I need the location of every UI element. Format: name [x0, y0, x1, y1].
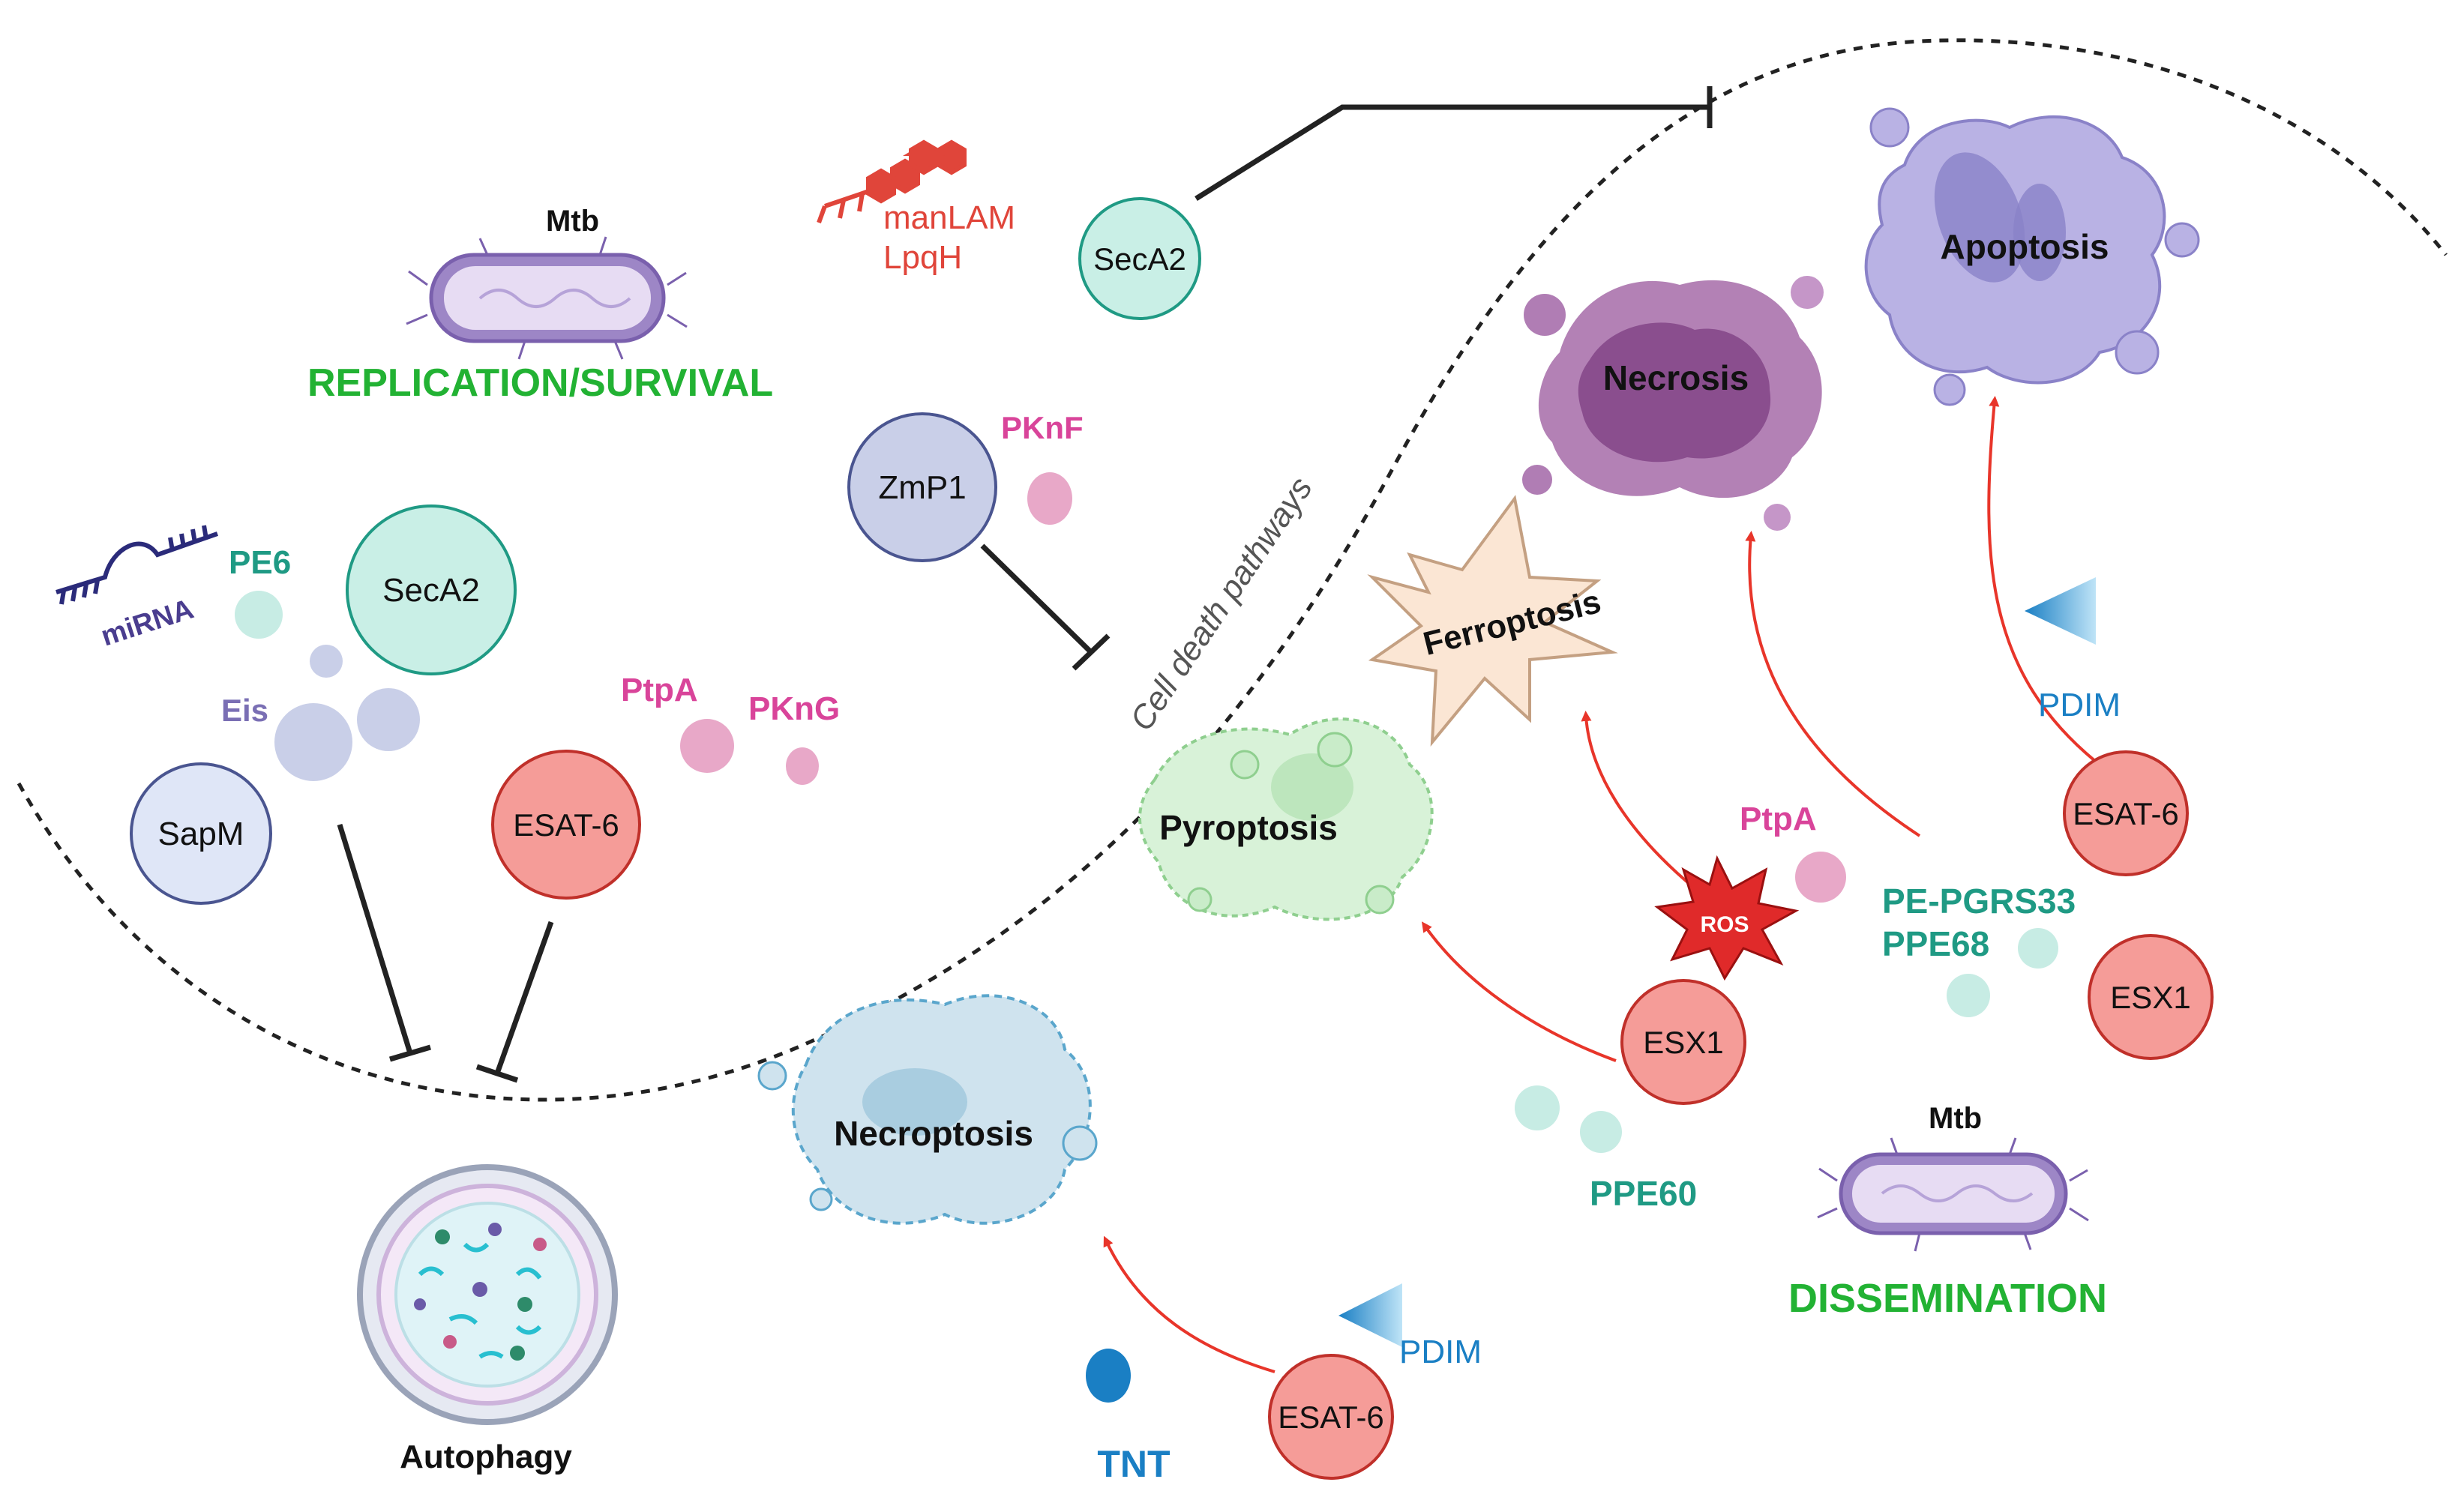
- ppe68-label: PPE68: [1882, 924, 1989, 963]
- mirna-label: miRNA: [97, 593, 197, 652]
- sapm-node: [130, 762, 272, 905]
- ptpa-right-blob: [1795, 852, 1846, 903]
- mtb-bacterium-top-icon: [406, 236, 688, 360]
- apoptosis-label: Apoptosis: [1941, 227, 2109, 266]
- seca2-left-label: SecA2: [382, 572, 480, 609]
- pe6-blob: [235, 591, 283, 639]
- zmp1-node: [847, 412, 997, 562]
- pe6-label: PE6: [229, 544, 291, 581]
- activation-arrows: [1103, 396, 2101, 1373]
- replication-heading: REPLICATION/SURVIVAL: [307, 361, 773, 405]
- ferroptosis-burst-icon: [1367, 495, 1618, 747]
- pdim-right-label: PDIM: [2038, 687, 2121, 723]
- pe-pgrs33-label: PE-PGRS33: [1882, 882, 2076, 921]
- inhibition-sapm-autophagy: [337, 823, 431, 1062]
- tnt-label: TNT: [1097, 1443, 1170, 1485]
- pknf-blob: [1027, 472, 1072, 525]
- esat6-left-node: [491, 750, 641, 900]
- dissemination-heading: DISSEMINATION: [1788, 1276, 2107, 1321]
- pdim-bottom-label: PDIM: [1399, 1334, 1482, 1370]
- inhibition-zmp1-celldeath: [980, 543, 1111, 671]
- eis-blob-medium: [357, 688, 420, 751]
- ppe60-blob-1: [1515, 1085, 1560, 1130]
- inhibition-esat6-autophagy: [475, 921, 554, 1083]
- dashed-boundary: [16, 38, 2448, 1102]
- necrosis-cell-icon: [1522, 276, 1824, 531]
- autophagy-vesicle-icon: [357, 1164, 618, 1425]
- pkng-label: PKnG: [748, 690, 840, 727]
- esx1-mid-label: ESX1: [1643, 1025, 1723, 1060]
- seca2-top-node: [1078, 197, 1201, 320]
- mtb-bottom-label: Mtb: [1929, 1102, 1982, 1135]
- ppe68-blob-1: [2018, 928, 2058, 969]
- esat6-right-node: [2063, 750, 2189, 876]
- ppe60-blob-2: [1580, 1111, 1622, 1153]
- pkng-blob: [786, 747, 819, 785]
- esat6-left-label: ESAT-6: [513, 807, 619, 843]
- ptpa-left-blob: [680, 719, 734, 773]
- eis-blob-large: [274, 703, 352, 781]
- manlam-molecule-icon: [817, 139, 967, 224]
- mtb-top-label: Mtb: [546, 205, 599, 238]
- mtb-bacterium-bottom-icon: [1817, 1137, 2089, 1252]
- zmp1-label: ZmP1: [878, 469, 966, 506]
- sapm-label: SapM: [158, 816, 244, 852]
- ptpa-left-label: PtpA: [621, 672, 698, 708]
- autophagy-label: Autophagy: [400, 1439, 572, 1475]
- tnt-blob: [1086, 1349, 1131, 1403]
- manlam-label: manLAM: [883, 199, 1015, 236]
- necroptosis-label: Necroptosis: [834, 1114, 1033, 1153]
- inhibition-seca2-celldeath: [1195, 86, 1713, 201]
- cell-death-label: Cell death pathways: [1123, 471, 1320, 738]
- arrow-esat6-necroptosis: [1103, 1235, 1275, 1373]
- esx1-mid-node: [1620, 979, 1746, 1105]
- lpqh-label: LpqH: [883, 239, 962, 276]
- arrow-esx1-pyroptosis: [1421, 921, 1617, 1062]
- arrow-ros-ferroptosis: [1581, 711, 1696, 890]
- esat6-bottom-node: [1268, 1354, 1394, 1480]
- pknf-label: PKnF: [1001, 410, 1084, 445]
- esat6-right-label: ESAT-6: [2073, 796, 2179, 831]
- necroptosis-cell-icon: [757, 994, 1098, 1225]
- pdim-bottom-icon: [1338, 1283, 1402, 1347]
- esx1-right-node: [2088, 934, 2214, 1060]
- ros-burst-icon: [1654, 855, 1800, 981]
- pyroptosis-cell-icon: [1138, 717, 1434, 921]
- seca2-left-node: [346, 504, 517, 675]
- necrosis-label: Necrosis: [1603, 358, 1749, 397]
- ppe60-label: PPE60: [1590, 1174, 1697, 1213]
- ros-label: ROS: [1700, 912, 1749, 937]
- eis-label: Eis: [221, 693, 268, 728]
- esx1-right-label: ESX1: [2110, 980, 2190, 1015]
- pyroptosis-label: Pyroptosis: [1159, 808, 1338, 847]
- ptpa-right-label: PtpA: [1740, 801, 1817, 837]
- seca2-top-label: SecA2: [1093, 241, 1186, 277]
- esat6-bottom-label: ESAT-6: [1278, 1400, 1384, 1435]
- arrow-ppe-necrosis: [1745, 531, 1921, 837]
- arrow-esat6-apoptosis: [1987, 396, 2101, 766]
- apoptosis-cell-icon: [1864, 107, 2200, 406]
- ppe68-blob-2: [1947, 974, 1990, 1017]
- pdim-right-icon: [2025, 577, 2096, 645]
- eis-blob-small: [310, 645, 343, 678]
- mirna-icon: [55, 525, 218, 605]
